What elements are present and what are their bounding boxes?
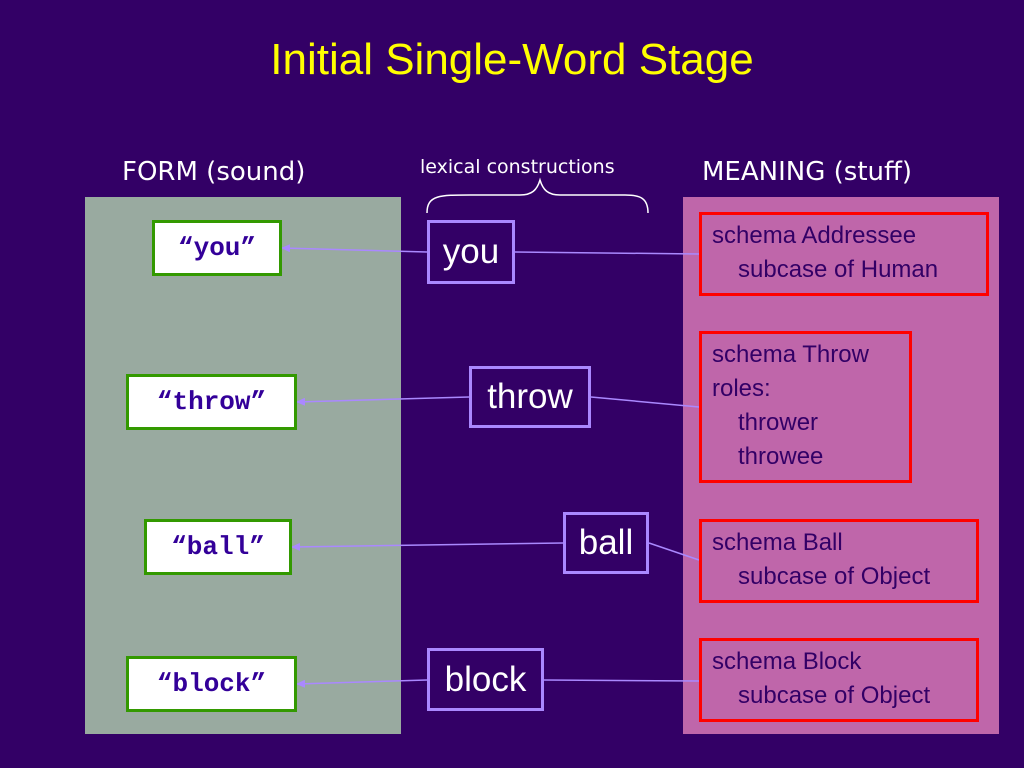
meaning-subcase-ball: subcase of Object bbox=[738, 563, 931, 590]
meaning-box-block: schema Block subcase of Object bbox=[699, 638, 979, 722]
lexical-box-block: block bbox=[427, 648, 544, 711]
lexical-constructions-label: lexical constructions bbox=[420, 156, 615, 178]
lexical-box-ball: ball bbox=[563, 512, 649, 574]
meaning-title-addressee: schema Addressee bbox=[712, 222, 917, 249]
lexical-box-you: you bbox=[427, 220, 515, 284]
meaning-title-block: schema Block bbox=[712, 648, 862, 675]
meaning-subcase-addressee: subcase of Human bbox=[738, 256, 939, 283]
connector-you-meaning bbox=[514, 251, 700, 255]
form-box-you: “you” bbox=[152, 220, 282, 276]
lexical-brace bbox=[426, 177, 649, 214]
meaning-box-addressee: schema Addressee subcase of Human bbox=[699, 212, 989, 296]
form-box-ball: “ball” bbox=[144, 519, 292, 575]
form-box-block: “block” bbox=[126, 656, 297, 712]
meaning-subcase-block: subcase of Object bbox=[738, 682, 931, 709]
meaning-title-ball: schema Ball bbox=[712, 529, 843, 556]
meaning-box-ball: schema Ball subcase of Object bbox=[699, 519, 979, 603]
slide-title: Initial Single-Word Stage bbox=[270, 35, 754, 84]
meaning-role-throwee: throwee bbox=[738, 443, 824, 470]
lexical-box-throw: throw bbox=[469, 366, 591, 428]
meaning-box-throw: schema Throw roles: thrower throwee bbox=[699, 331, 912, 483]
meaning-roles-label-throw: roles: bbox=[712, 375, 771, 402]
meaning-title-throw: schema Throw bbox=[712, 341, 869, 368]
meaning-role-thrower: thrower bbox=[738, 409, 819, 436]
connector-block-meaning bbox=[543, 679, 700, 682]
meaning-column-header: MEANING (stuff) bbox=[702, 157, 913, 187]
form-panel bbox=[85, 197, 401, 734]
form-column-header: FORM (sound) bbox=[122, 157, 306, 187]
form-box-throw: “throw” bbox=[126, 374, 297, 430]
